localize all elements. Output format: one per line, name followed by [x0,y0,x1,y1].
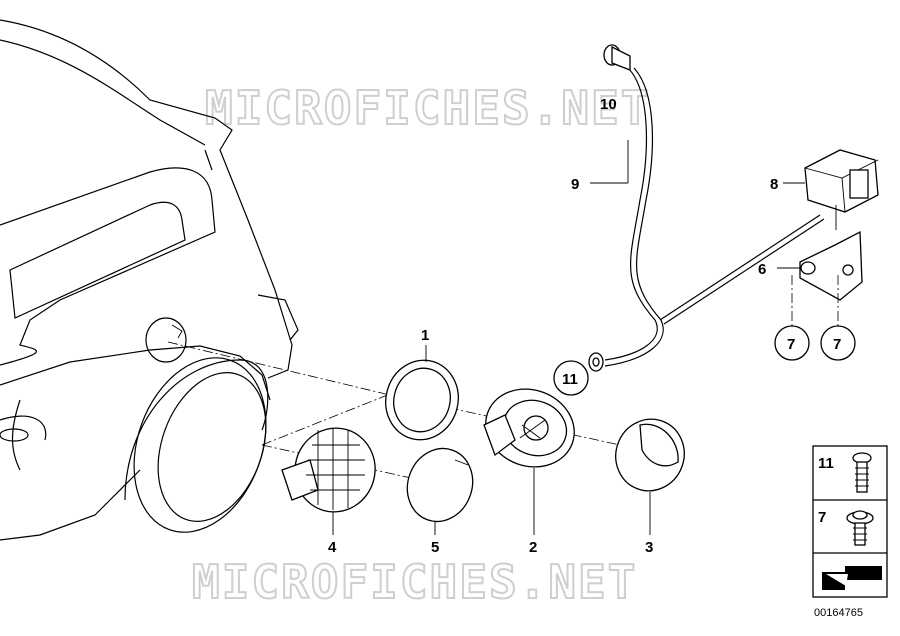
part-9-release-cable [590,67,825,367]
car-rear-outline [0,19,299,541]
screw-11-icon [852,452,872,493]
label-part-7b: 7 [833,336,841,353]
label-part-2: 2 [529,539,537,556]
label-part-11: 11 [562,371,578,388]
part-10-grommet [603,44,631,71]
label-part-4: 4 [328,539,337,556]
part-5-flap-lid [406,447,474,535]
label-part-1: 1 [421,327,429,344]
fastener-legend: 11 7 [812,445,888,598]
part-3-fuel-cap [615,418,685,535]
screw-7-icon [846,510,874,546]
part-8-actuator [783,149,879,230]
part-6-bracket [777,230,863,301]
label-part-8: 8 [770,176,778,193]
callout-part-11: 11 [553,360,589,396]
part-4-flap-frame [281,427,376,535]
label-part-9: 9 [571,176,579,193]
callout-part-7b: 7 [820,325,856,361]
label-part-6: 6 [758,261,766,278]
part-1-filler-ring [385,345,459,441]
watermark-top: MICROFICHES.NET [205,81,650,135]
legend-label-11: 11 [818,455,834,472]
label-part-7a: 7 [787,336,795,353]
watermark-bottom: MICROFICHES.NET [192,555,637,609]
direction-arrow-icon [822,566,882,590]
label-part-10: 10 [600,96,617,113]
part-11-clip [588,352,604,372]
label-part-5: 5 [431,539,439,556]
legend-label-7: 7 [818,509,826,526]
part-2-filler-housing [483,388,575,535]
diagram-code: 00164765 [814,607,863,619]
label-part-3: 3 [645,539,653,556]
callout-part-7a: 7 [774,325,810,361]
